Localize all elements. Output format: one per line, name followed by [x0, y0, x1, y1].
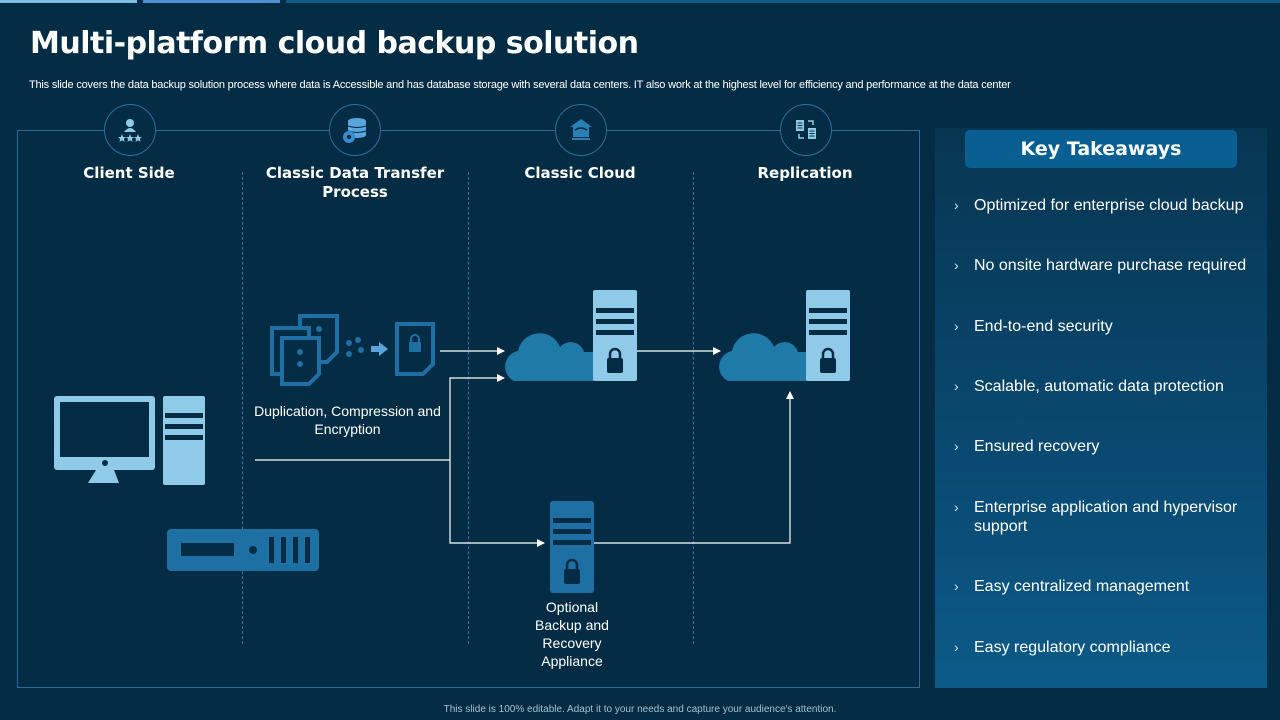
takeaway-item: ›Optimized for enterprise cloud backup: [954, 197, 1244, 214]
replication-icon: [780, 104, 832, 156]
takeaway-item: ›Enterprise application and hypervisor s…: [954, 499, 1238, 535]
takeaway-item: ›Easy regulatory compliance: [954, 639, 1171, 656]
takeaway-item: ›No onsite hardware purchase required: [954, 257, 1247, 274]
takeaways-header: Key Takeaways: [965, 130, 1237, 168]
arrow-client-to-appliance: [449, 460, 545, 547]
top-accent-bar-1: [0, 0, 137, 3]
top-accent-bar-3: [286, 0, 1280, 3]
optional-appliance-label: Optional Backup and Recovery Appliance: [535, 599, 609, 669]
column-divider: [242, 172, 243, 644]
arrow-client-to-cloud: [255, 374, 505, 461]
takeaways-panel: [935, 128, 1267, 688]
takeaway-item: ›Ensured recovery: [954, 438, 1100, 455]
top-accent-bar-2: [143, 0, 280, 3]
takeaway-item: ›End-to-end security: [954, 318, 1113, 335]
chevron-right-icon: ›: [954, 499, 959, 515]
takeaway-item: ›Scalable, automatic data protection: [954, 378, 1224, 395]
desktop-computer-icon: [54, 396, 205, 485]
takeaway-item: ›Easy centralized management: [954, 578, 1190, 595]
slide-footer: This slide is 100% editable. Adapt it to…: [443, 704, 837, 715]
column-divider: [468, 172, 469, 644]
classic-cloud-server-icon: [505, 290, 637, 381]
documents-encryption-icon: [270, 314, 435, 386]
slide-subtitle: This slide covers the data backup soluti…: [29, 79, 1011, 91]
slide-title: Multi-platform cloud backup solution: [30, 26, 639, 61]
column-divider: [693, 172, 694, 644]
chevron-right-icon: ›: [954, 197, 959, 213]
column-title-replication: Replication: [757, 164, 853, 182]
cloud-house-icon: [555, 104, 607, 156]
diagram-graphics: [54, 290, 850, 593]
chevron-right-icon: ›: [954, 318, 959, 334]
users-rating-icon: [104, 104, 156, 156]
arrow-appliance-to-replica: [594, 391, 794, 544]
flow-connectors: [255, 347, 794, 547]
column-title-data-transfer: Classic Data Transfer Process: [265, 164, 445, 201]
chevron-right-icon: ›: [954, 639, 959, 655]
column-title-classic-cloud: Classic Cloud: [524, 164, 636, 182]
dce-label: Duplication, Compression and Encryption: [254, 403, 441, 437]
database-gear-icon: [329, 104, 381, 156]
diagram-frame: [17, 130, 920, 688]
chevron-right-icon: ›: [954, 257, 959, 273]
chevron-right-icon: ›: [954, 438, 959, 454]
replica-cloud-server-icon: [719, 290, 850, 381]
chevron-right-icon: ›: [954, 378, 959, 394]
rack-appliance-icon: [167, 529, 319, 571]
optional-appliance-server-icon: [550, 501, 594, 593]
chevron-right-icon: ›: [954, 578, 959, 594]
column-title-client-side: Client Side: [83, 164, 175, 182]
